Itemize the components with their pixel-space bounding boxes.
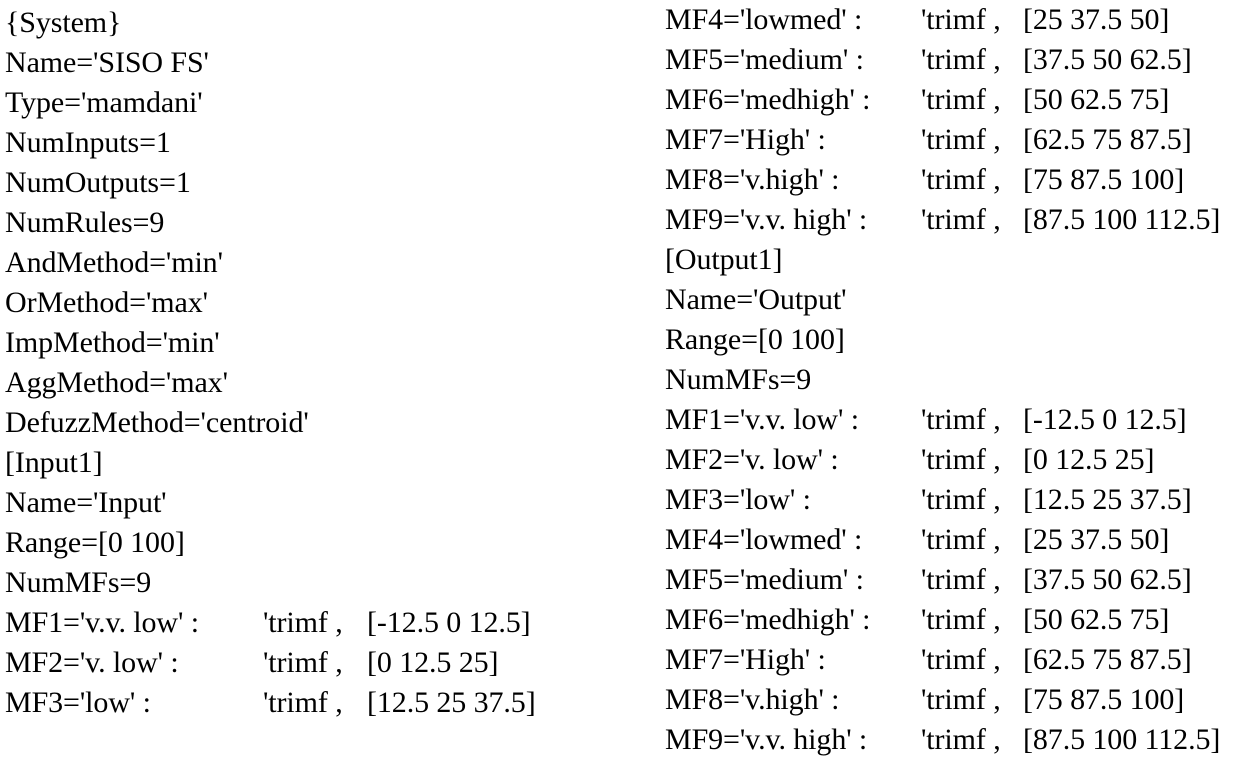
mf-type: 'trimf , xyxy=(921,3,1001,36)
section-header-line: {System} xyxy=(5,6,122,39)
assignment-line: AndMethod='min' xyxy=(5,246,223,279)
mf-params: [50 62.5 75] xyxy=(1023,83,1170,116)
mf-type: 'trimf , xyxy=(921,83,1001,116)
membership-function-line: MF8='v.high' : 'trimf , [75 87.5 100] xyxy=(665,160,1260,200)
membership-function-line: MF2='v. low' : 'trimf , [0 12.5 25] xyxy=(5,643,645,683)
mf-type: 'trimf , xyxy=(921,123,1001,156)
assignment-line: Type='mamdani' xyxy=(5,86,203,119)
membership-function-line: MF1='v.v. low' : 'trimf , [-12.5 0 12.5] xyxy=(665,400,1260,440)
mf-params: [0 12.5 25] xyxy=(1023,443,1155,476)
mf-params: [75 87.5 100] xyxy=(1023,163,1185,196)
assignment-line: ImpMethod='min' xyxy=(5,326,220,359)
mf-type: 'trimf , xyxy=(921,683,1001,716)
membership-function-line: MF4='lowmed' : 'trimf , [25 37.5 50] xyxy=(665,0,1260,40)
assignment-line: Range=[0 100] xyxy=(5,526,185,559)
mf-params: [12.5 25 37.5] xyxy=(367,686,536,719)
assignment-line: NumOutputs=1 xyxy=(5,166,191,199)
mf-type: 'trimf , xyxy=(921,603,1001,636)
mf-type: 'trimf , xyxy=(921,563,1001,596)
mf-label: MF8='v.high' : xyxy=(665,163,840,196)
mf-label: MF3='low' : xyxy=(665,483,811,516)
assignment-line: Name='SISO FS' xyxy=(5,46,209,79)
membership-function-line: MF7='High' : 'trimf , [62.5 75 87.5] xyxy=(665,640,1260,680)
mf-type: 'trimf , xyxy=(921,443,1001,476)
assignment-line: Range=[0 100] xyxy=(665,323,845,356)
mf-label: MF3='low' : xyxy=(5,686,151,719)
mf-label: MF5='medium' : xyxy=(665,43,864,76)
mf-params: [-12.5 0 12.5] xyxy=(1023,403,1187,436)
mf-type: 'trimf , xyxy=(263,686,343,719)
membership-function-line: MF3='low' : 'trimf , [12.5 25 37.5] xyxy=(5,683,645,723)
left-text-column: {System} Name='SISO FS' Type='mamdani' NumI… xyxy=(5,3,645,723)
mf-params: [62.5 75 87.5] xyxy=(1023,123,1192,156)
mf-label: MF1='v.v. low' : xyxy=(665,403,859,436)
mf-label: MF9='v.v. high' : xyxy=(665,723,868,756)
mf-params: [87.5 100 112.5] xyxy=(1023,723,1221,756)
assignment-line: NumMFs=9 xyxy=(5,566,152,599)
membership-function-line: MF6='medhigh' : 'trimf , [50 62.5 75] xyxy=(665,600,1260,640)
mf-label: MF2='v. low' : xyxy=(5,646,179,679)
membership-function-line: MF7='High' : 'trimf , [62.5 75 87.5] xyxy=(665,120,1260,160)
assignment-line: NumMFs=9 xyxy=(665,363,812,396)
mf-label: MF4='lowmed' : xyxy=(665,523,863,556)
mf-type: 'trimf , xyxy=(921,403,1001,436)
membership-function-line: MF5='medium' : 'trimf , [37.5 50 62.5] xyxy=(665,40,1260,80)
mf-type: 'trimf , xyxy=(921,483,1001,516)
membership-function-line: MF1='v.v. low' : 'trimf , [-12.5 0 12.5] xyxy=(5,603,645,643)
mf-label: MF1='v.v. low' : xyxy=(5,606,199,639)
mf-label: MF6='medhigh' : xyxy=(665,603,871,636)
mf-type: 'trimf , xyxy=(921,723,1001,756)
mf-params: [37.5 50 62.5] xyxy=(1023,43,1192,76)
mf-params: [-12.5 0 12.5] xyxy=(367,606,531,639)
membership-function-line: MF3='low' : 'trimf , [12.5 25 37.5] xyxy=(665,480,1260,520)
assignment-line: DefuzzMethod='centroid' xyxy=(5,406,309,439)
membership-function-line: MF4='lowmed' : 'trimf , [25 37.5 50] xyxy=(665,520,1260,560)
mf-params: [25 37.5 50] xyxy=(1023,523,1170,556)
assignment-line: Name='Input' xyxy=(5,486,167,519)
mf-params: [87.5 100 112.5] xyxy=(1023,203,1221,236)
mf-label: MF8='v.high' : xyxy=(665,683,840,716)
membership-function-line: MF9='v.v. high' : 'trimf , [87.5 100 112.5… xyxy=(665,720,1260,760)
mf-type: 'trimf , xyxy=(921,203,1001,236)
mf-label: MF4='lowmed' : xyxy=(665,3,863,36)
mf-params: [75 87.5 100] xyxy=(1023,683,1185,716)
mf-type: 'trimf , xyxy=(921,163,1001,196)
membership-function-line: MF6='medhigh' : 'trimf , [50 62.5 75] xyxy=(665,80,1260,120)
assignment-line: NumRules=9 xyxy=(5,206,165,239)
mf-label: MF5='medium' : xyxy=(665,563,864,596)
mf-params: [50 62.5 75] xyxy=(1023,603,1170,636)
mf-type: 'trimf , xyxy=(921,643,1001,676)
mf-params: [0 12.5 25] xyxy=(367,646,499,679)
mf-params: [37.5 50 62.5] xyxy=(1023,563,1192,596)
mf-type: 'trimf , xyxy=(263,606,343,639)
mf-label: MF2='v. low' : xyxy=(665,443,839,476)
membership-function-line: MF2='v. low' : 'trimf , [0 12.5 25] xyxy=(665,440,1260,480)
mf-params: [12.5 25 37.5] xyxy=(1023,483,1192,516)
document-page: {System} Name='SISO FS' Type='mamdani' NumI… xyxy=(5,3,1221,756)
assignment-line: OrMethod='max' xyxy=(5,286,208,319)
mf-type: 'trimf , xyxy=(921,523,1001,556)
section-header-line: [Output1] xyxy=(665,243,783,276)
membership-function-line: MF9='v.v. high' : 'trimf , [87.5 100 112.5… xyxy=(665,200,1260,240)
section-header-line: [Input1] xyxy=(5,446,103,479)
right-text-column: MF4='lowmed' : 'trimf , [25 37.5 50] MF5='m… xyxy=(665,0,1260,760)
assignment-line: AggMethod='max' xyxy=(5,366,228,399)
assignment-line: NumInputs=1 xyxy=(5,126,171,159)
mf-label: MF7='High' : xyxy=(665,643,826,676)
mf-params: [25 37.5 50] xyxy=(1023,3,1170,36)
membership-function-line: MF8='v.high' : 'trimf , [75 87.5 100] xyxy=(665,680,1260,720)
mf-label: MF6='medhigh' : xyxy=(665,83,871,116)
mf-type: 'trimf , xyxy=(921,43,1001,76)
membership-function-line: MF5='medium' : 'trimf , [37.5 50 62.5] xyxy=(665,560,1260,600)
mf-type: 'trimf , xyxy=(263,646,343,679)
mf-label: MF9='v.v. high' : xyxy=(665,203,868,236)
mf-label: MF7='High' : xyxy=(665,123,826,156)
mf-params: [62.5 75 87.5] xyxy=(1023,643,1192,676)
assignment-line: Name='Output' xyxy=(665,283,847,316)
